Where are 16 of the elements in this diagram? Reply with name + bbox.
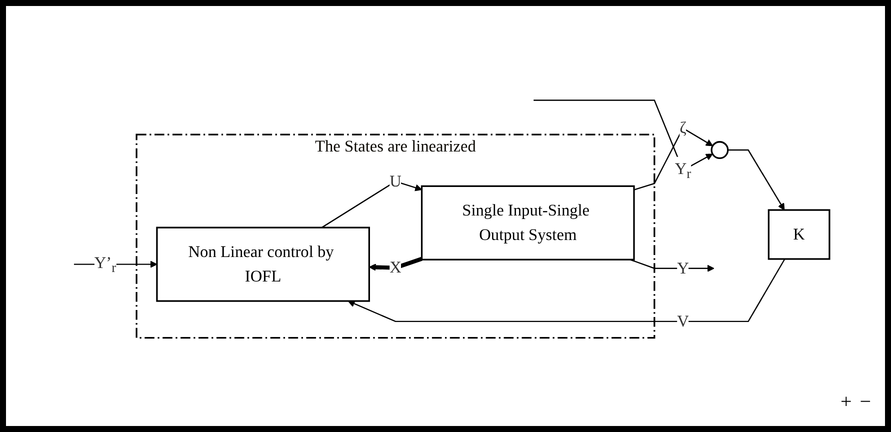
edge-label: V bbox=[676, 312, 688, 330]
node-box: K bbox=[767, 209, 830, 260]
node-box: Single Input-Single Output System bbox=[420, 185, 634, 260]
arrow bbox=[727, 149, 784, 210]
arrow bbox=[320, 180, 422, 228]
arrow bbox=[633, 127, 713, 190]
edge-label: U bbox=[389, 172, 401, 190]
edge-label: Y bbox=[676, 259, 688, 278]
node-circle bbox=[710, 140, 728, 159]
edge-label: X bbox=[389, 258, 401, 277]
edge-label: ζ bbox=[679, 119, 686, 138]
edge-label: Y’$_{r}$ bbox=[94, 254, 116, 276]
node-box: Non Linear control by IOFL bbox=[156, 226, 370, 302]
sign-label: + bbox=[840, 391, 852, 414]
edge-label: Y$_{r}$ bbox=[674, 160, 691, 182]
sign-label: − bbox=[860, 391, 871, 414]
